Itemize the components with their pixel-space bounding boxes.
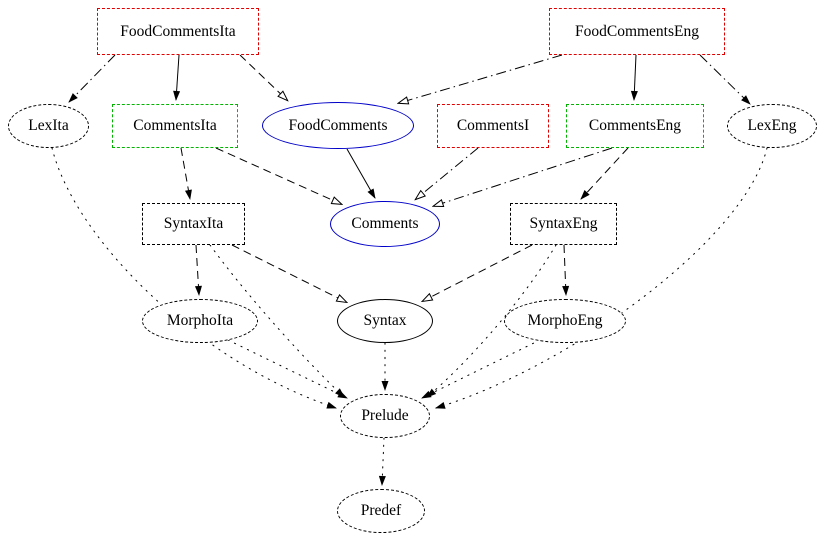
node-label: FoodCommentsIta xyxy=(120,22,236,40)
edge-syntaxita-syntax xyxy=(231,244,346,302)
edge-foodcommentsita-foodcomments xyxy=(239,54,287,100)
node-syntaxita: SyntaxIta xyxy=(142,203,245,245)
edge-commentseng-comments xyxy=(434,147,613,206)
node-lexita: LexIta xyxy=(8,104,89,148)
node-label: CommentsIta xyxy=(133,117,217,134)
edge-commentsita-comments xyxy=(215,147,341,204)
node-commentsita: CommentsIta xyxy=(112,104,238,148)
node-comments: Comments xyxy=(330,201,440,247)
node-label: FoodCommentsEng xyxy=(574,22,699,40)
node-label: CommentsEng xyxy=(588,117,682,134)
node-commentseng: CommentsEng xyxy=(566,104,704,148)
node-label: FoodComments xyxy=(288,116,388,134)
edge-foodcommentseng-lexeng xyxy=(699,54,751,105)
edge-foodcommentsita-lexita xyxy=(68,54,116,103)
node-syntax: Syntax xyxy=(337,299,433,343)
node-label: Syntax xyxy=(363,312,407,329)
edge-commentseng-syntaxeng xyxy=(580,147,629,200)
edge-morphoeng-prelude xyxy=(421,339,541,399)
edge-foodcommentseng-foodcomments xyxy=(399,54,563,103)
node-label: MorphoEng xyxy=(527,312,603,329)
node-morphoita: MorphoIta xyxy=(142,299,258,343)
edge-syntaxita-prelude xyxy=(209,244,345,398)
edge-commentsi-comments xyxy=(416,147,479,199)
edge-commentsita-syntaxita xyxy=(180,147,192,200)
node-label: SyntaxIta xyxy=(163,215,224,232)
edge-syntaxeng-morphoeng xyxy=(562,244,570,296)
edge-foodcommentsita-commentsita xyxy=(173,54,181,101)
node-label: SyntaxEng xyxy=(529,215,598,232)
node-label: Predef xyxy=(360,502,402,519)
edge-lexita-prelude xyxy=(51,147,337,409)
node-morphoeng: MorphoEng xyxy=(504,299,626,343)
node-label: Prelude xyxy=(361,407,409,424)
node-syntaxeng: SyntaxEng xyxy=(510,203,617,245)
node-label: LexEng xyxy=(747,117,797,134)
edge-foodcomments-comments xyxy=(346,148,376,199)
node-label: CommentsI xyxy=(456,117,530,134)
node-lexeng: LexEng xyxy=(727,104,817,148)
edge-lexeng-prelude xyxy=(435,147,768,409)
node-label: MorphoIta xyxy=(166,312,234,329)
node-foodcommentseng: FoodCommentsEng xyxy=(549,8,725,55)
node-foodcomments: FoodComments xyxy=(262,102,414,149)
edge-syntaxeng-syntax xyxy=(423,244,533,301)
edge-foodcommentseng-commentseng xyxy=(630,54,638,101)
edge-syntaxita-morphoita xyxy=(194,244,202,296)
edge-morphoita-prelude xyxy=(227,339,348,399)
edge-prelude-predef xyxy=(378,437,386,486)
node-foodcommentsita: FoodCommentsIta xyxy=(97,8,259,55)
node-prelude: Prelude xyxy=(340,394,430,438)
node-label: Comments xyxy=(351,215,419,232)
edge-syntaxeng-prelude xyxy=(426,244,557,398)
node-commentsi: CommentsI xyxy=(437,104,549,148)
node-predef: Predef xyxy=(337,489,425,533)
node-label: LexIta xyxy=(28,117,69,134)
